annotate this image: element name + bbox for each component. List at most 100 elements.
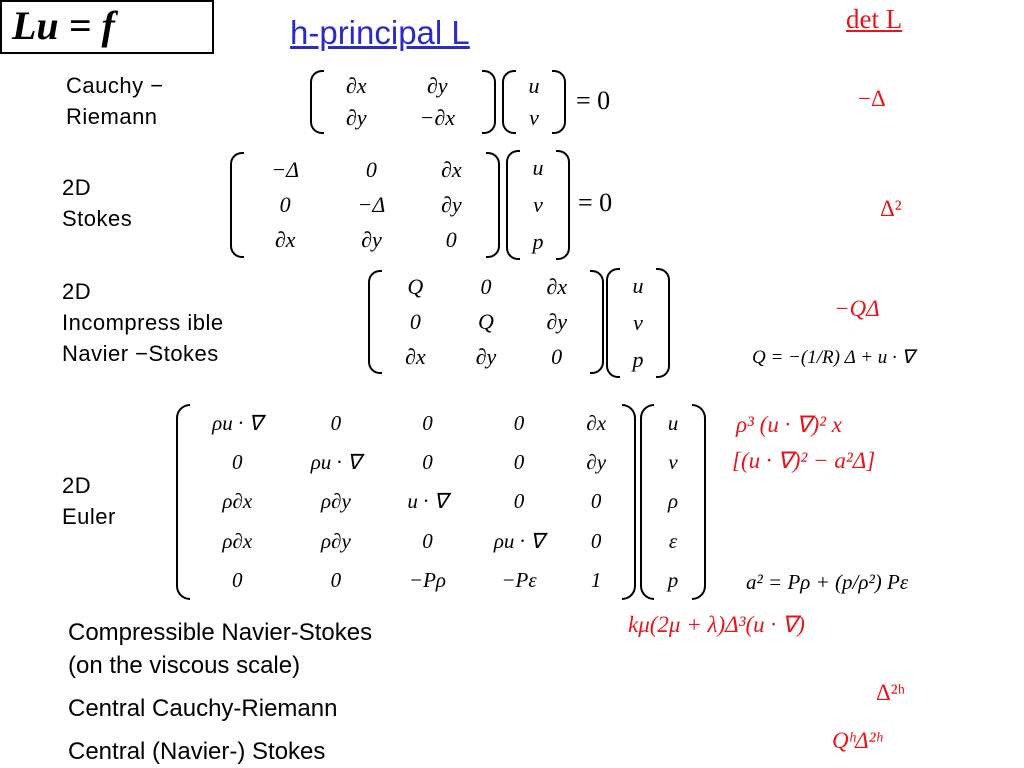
- matrix-cell: 0: [513, 450, 525, 475]
- cauchy-rhs: = 0: [576, 86, 611, 115]
- matrix-cell: −Pε: [501, 567, 537, 592]
- matrix-cell: u · ∇: [407, 489, 448, 514]
- matrix-cell: ρ∂y: [321, 489, 351, 514]
- ins-label-line: Navier −Stokes: [62, 341, 219, 366]
- stokes-label-line: Stokes: [62, 206, 133, 231]
- matrix-cell: ∂x: [345, 73, 367, 98]
- matrix-cell: ∂x: [440, 156, 462, 182]
- vector-cell: u: [632, 273, 644, 299]
- euler-det-line-1: ρ³ (u · ∇)² x: [736, 412, 842, 437]
- ins-det: −QΔ: [834, 296, 880, 321]
- vector-cell: u: [532, 155, 544, 181]
- matrix-cell: 0: [330, 411, 342, 436]
- euler-label-line: Euler: [62, 504, 116, 529]
- matrix-cell: ∂y: [586, 450, 607, 475]
- ins-label-line: 2D: [62, 279, 92, 304]
- compressible-ns-line: (on the viscous scale): [68, 652, 301, 679]
- matrix-cell: ∂y: [426, 73, 448, 98]
- matrix-cell: 0: [422, 528, 433, 553]
- compressible-ns-line: Compressible Navier-Stokes: [68, 619, 373, 646]
- matrix-cell: 0: [232, 450, 243, 475]
- matrix-cell: 0: [279, 191, 291, 217]
- cauchy-matrix: ∂x ∂y ∂y −∂x: [310, 70, 496, 134]
- matrix-cell: 0: [513, 411, 525, 436]
- stokes-matrix: −Δ 0 ∂x 0 −Δ ∂y ∂x ∂y 0: [230, 152, 500, 258]
- stokes-label-line: 2D: [62, 175, 92, 200]
- stokes-rhs: = 0: [578, 188, 613, 217]
- det-heading: det L: [846, 4, 903, 34]
- matrix-cell: ρu · ∇: [310, 450, 362, 475]
- ins-vector: u v p: [606, 268, 670, 378]
- matrix-cell: 0: [409, 308, 421, 334]
- euler-det-line-2: [(u · ∇)² − a²Δ]: [732, 448, 876, 473]
- vector-cell: ρ: [667, 489, 679, 514]
- matrix-cell: 1: [590, 567, 602, 592]
- matrix-cell: ρu · ∇: [212, 411, 263, 436]
- matrix-cell: 0: [513, 489, 525, 514]
- slide-title: h-principal L: [290, 14, 470, 51]
- cauchy-label-line: Cauchy −: [66, 73, 164, 98]
- vector-cell: u: [528, 73, 540, 98]
- matrix-cell: 0: [590, 528, 602, 553]
- euler-label: 2D Euler: [62, 470, 116, 532]
- matrix-cell: ∂x: [546, 274, 567, 300]
- matrix-cell: ∂x: [586, 411, 607, 436]
- matrix-cell: 0: [232, 567, 243, 592]
- central-cr-label: Central Cauchy-Riemann: [68, 695, 338, 722]
- cauchy-det: −Δ: [858, 86, 886, 111]
- matrix-cell: ∂y: [345, 105, 367, 130]
- matrix-cell: ∂y: [361, 227, 382, 253]
- matrix-cell: −∂x: [419, 105, 455, 130]
- vector-cell: v: [633, 309, 643, 335]
- matrix-cell: ρ∂x: [222, 489, 253, 514]
- central-ns-det: QʰΔ²ʰ: [832, 728, 883, 753]
- matrix-cell: −Δ: [271, 156, 300, 182]
- matrix-cell: Q: [478, 308, 494, 334]
- vector-cell: ε: [668, 528, 678, 553]
- compressible-ns-det: kμ(2μ + λ)Δ³(u · ∇): [628, 612, 805, 637]
- matrix-cell: ρ∂y: [321, 528, 351, 553]
- matrix-cell: Q: [407, 274, 424, 300]
- vector-cell: u: [667, 411, 679, 436]
- vector-cell: p: [532, 228, 544, 254]
- central-ns-label: Central (Navier-) Stokes: [68, 738, 326, 765]
- matrix-cell: ∂y: [440, 191, 462, 217]
- matrix-cell: ∂y: [475, 343, 497, 369]
- matrix-cell: 0: [330, 567, 342, 592]
- matrix-cell: 0: [445, 227, 457, 253]
- matrix-cell: −Pρ: [408, 567, 446, 592]
- matrix-cell: ∂x: [274, 227, 296, 253]
- euler-matrix: ρu · ∇ 0 0 0 ∂x 0 ρu · ∇ 0 0 ∂y ρ∂x ρ∂y u · ∇ 0 0 ρ∂…: [176, 404, 636, 600]
- matrix-cell: ∂y: [546, 308, 567, 334]
- matrix-cell: 0: [551, 343, 563, 369]
- euler-label-line: 2D: [62, 473, 92, 498]
- matrix-cell: 0: [480, 274, 492, 300]
- matrix-cell: −Δ: [357, 191, 386, 217]
- vector-cell: v: [529, 105, 539, 130]
- vector-cell: p: [632, 346, 644, 372]
- vector-cell: v: [533, 191, 543, 217]
- cauchy-label-line: Riemann: [66, 104, 158, 129]
- ins-q-definition: Q = −(1/R) Δ + u · ∇: [752, 347, 915, 368]
- matrix-cell: 0: [365, 156, 377, 182]
- matrix-cell: 0: [422, 411, 433, 436]
- ins-label-line: Incompress ible: [62, 310, 224, 335]
- matrix-cell: ρu · ∇: [493, 528, 545, 553]
- euler-vector: u v ρ ε p: [640, 404, 706, 600]
- matrix-cell: ∂x: [405, 343, 426, 369]
- matrix-cell: 0: [590, 489, 602, 514]
- cauchy-vector: u v: [502, 70, 566, 134]
- euler-a-definition: a² = Pρ + (p/ρ²) Pε: [746, 570, 909, 594]
- vector-cell: v: [668, 450, 678, 475]
- vector-cell: p: [667, 567, 679, 592]
- cauchy-label: Cauchy − Riemann: [66, 70, 164, 132]
- stokes-det: Δ²: [880, 196, 902, 221]
- matrix-cell: 0: [422, 450, 433, 475]
- matrix-cell: ρ∂x: [222, 528, 253, 553]
- compressible-ns-label: Compressible Navier-Stokes (on the visco…: [68, 616, 372, 682]
- stokes-vector: u v p: [506, 150, 570, 260]
- equation-box: Lu = f: [0, 0, 214, 54]
- stokes-label: 2D Stokes: [62, 172, 132, 234]
- ins-label: 2D Incompress ible Navier −Stokes: [62, 276, 224, 369]
